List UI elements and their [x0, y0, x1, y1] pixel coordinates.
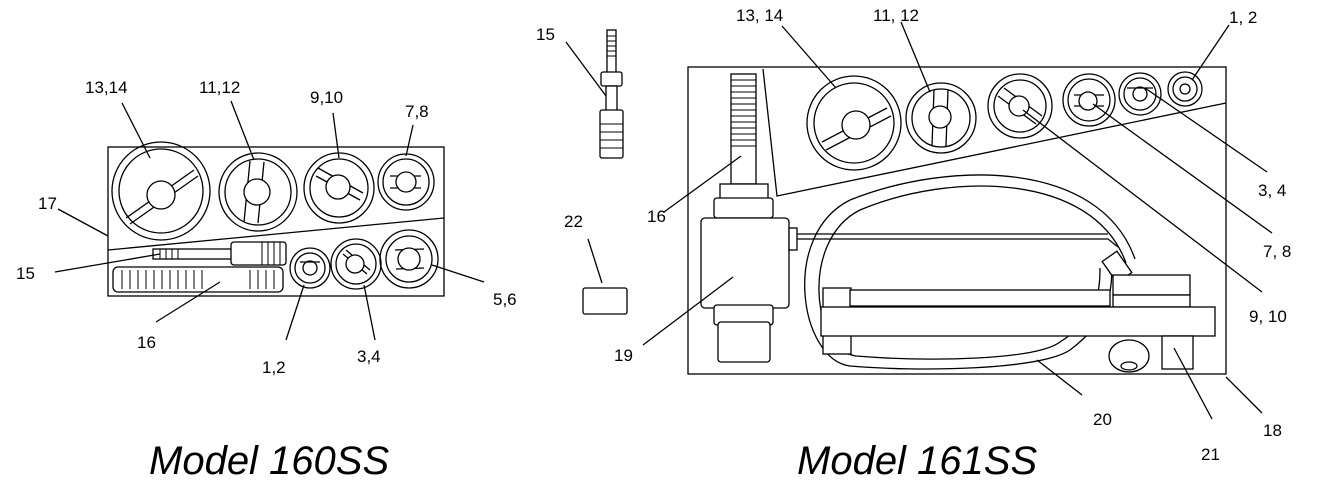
die-9-10 — [303, 152, 375, 224]
model-161ss-diagram: 15 22 16 19 13, 14 11, 12 1, 2 3, 4 7, 8… — [536, 6, 1291, 483]
die-7-8 — [377, 153, 435, 211]
label-13-14: 13,14 — [85, 78, 128, 97]
die-1-2 — [289, 247, 331, 289]
draw-bolt-15 — [152, 241, 287, 266]
tray-divider — [762, 68, 1227, 197]
label-3-4: 3,4 — [357, 347, 381, 366]
label-5-6: 5,6 — [493, 290, 517, 309]
model-160ss-title: Model 160SS — [149, 439, 389, 480]
case-tray — [687, 66, 1227, 375]
label-1-2: 1, 2 — [1229, 8, 1257, 27]
label-1-2: 1,2 — [262, 358, 286, 377]
label-16: 16 — [137, 333, 156, 352]
case-tray — [107, 146, 445, 297]
die-13-14 — [806, 75, 902, 171]
label-15: 15 — [536, 25, 555, 44]
draw-bolt-15-loose — [599, 29, 624, 159]
label-22: 22 — [564, 212, 583, 231]
die-5-6 — [379, 229, 439, 289]
label-17: 17 — [38, 194, 57, 213]
die-3-4 — [330, 238, 382, 290]
leader-lines-160ss — [54, 100, 485, 341]
label-19: 19 — [614, 346, 633, 365]
tray-divider — [107, 217, 445, 251]
die-13-14 — [111, 141, 211, 241]
die-3-4 — [1118, 72, 1162, 116]
cylinder-19 — [700, 73, 798, 363]
model-161ss-title: Model 161SS — [797, 439, 1037, 480]
die-1-2 — [1167, 71, 1203, 107]
label-3-4: 3, 4 — [1258, 181, 1286, 200]
label-20: 20 — [1093, 410, 1112, 429]
die-9-10 — [987, 73, 1053, 139]
leader-lines-161ss — [565, 21, 1273, 420]
die-7-8 — [1062, 73, 1116, 127]
label-7-8: 7, 8 — [1263, 242, 1291, 261]
hand-pump-21 — [820, 274, 1216, 373]
ratchet-wrench-16 — [112, 266, 284, 293]
die-11-12 — [218, 152, 298, 232]
label-7-8: 7,8 — [405, 102, 429, 121]
label-11-12: 11,12 — [199, 78, 240, 97]
spacer-22 — [582, 287, 628, 315]
model-160ss-diagram: 13,14 11,12 9,10 7,8 17 15 16 1,2 3,4 5,… — [16, 78, 517, 483]
label-16: 16 — [647, 207, 666, 226]
label-18: 18 — [1263, 421, 1282, 440]
die-11-12 — [905, 82, 977, 154]
label-15: 15 — [16, 264, 35, 283]
label-9-10: 9,10 — [310, 88, 343, 107]
label-13-14: 13, 14 — [736, 6, 783, 25]
label-9-10: 9, 10 — [1249, 307, 1287, 326]
label-21: 21 — [1201, 445, 1220, 464]
label-11-12: 11, 12 — [873, 6, 919, 25]
